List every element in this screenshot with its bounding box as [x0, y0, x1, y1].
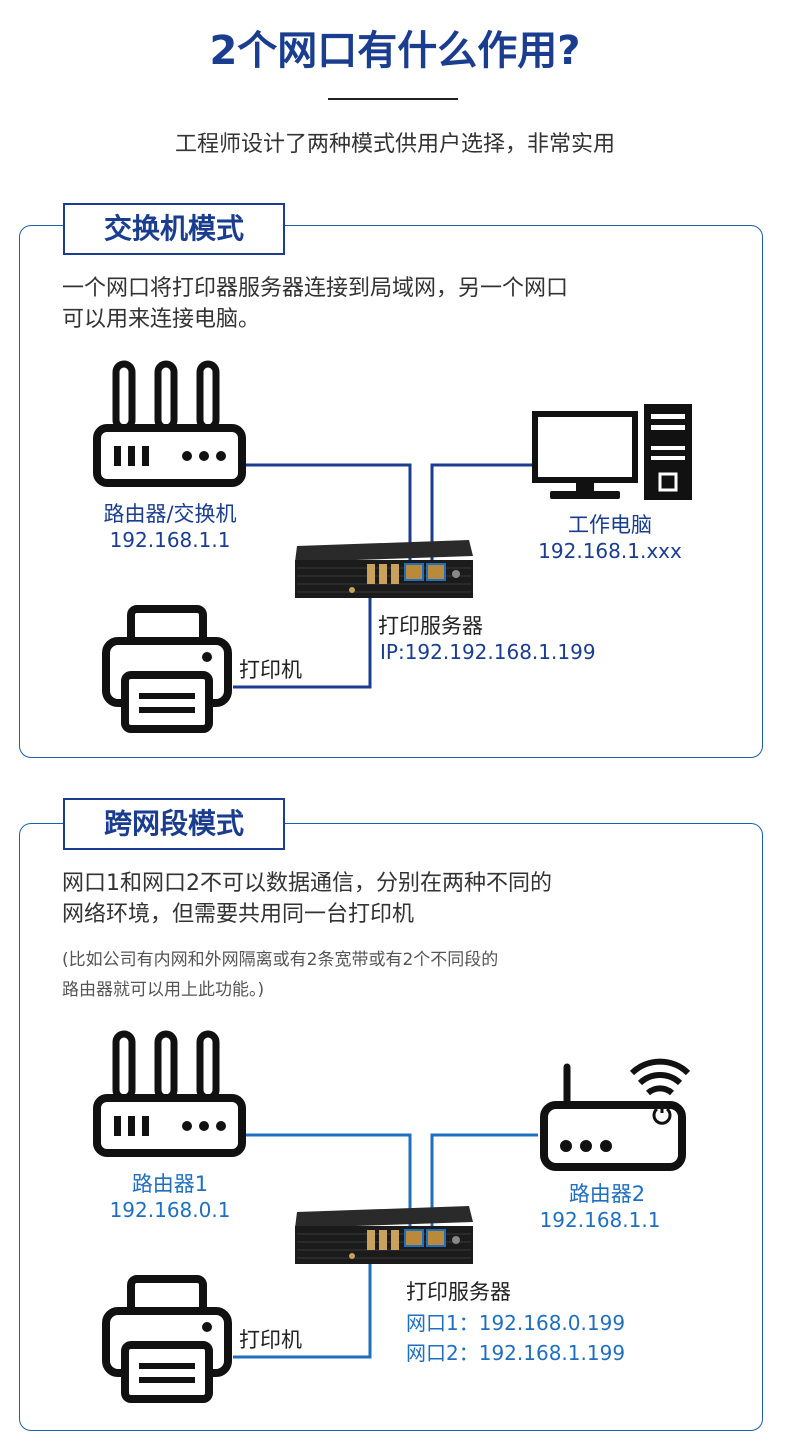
description-line: 可以用来连接电脑。 [62, 307, 261, 332]
router2-label: 路由器2 [568, 1182, 646, 1206]
segment-mode-tag: 跨网段模式 [63, 798, 285, 850]
title-divider [328, 98, 458, 100]
print-server-label: 打印服务器 [378, 614, 483, 638]
segment-mode-note: (比如公司有内网和外网隔离或有2条宽带或有2个不同段的 路由器就可以用上此功能。… [62, 945, 498, 1005]
pc-to-server-line [430, 463, 534, 572]
router1-to-server-line [243, 1133, 412, 1238]
switch-mode-panel [19, 225, 763, 758]
router1-ip: 192.168.0.1 [109, 1198, 231, 1222]
router-icon [93, 1030, 246, 1157]
router-ip: 192.168.1.1 [109, 528, 231, 552]
print-server-ip: IP:192.192.168.1.199 [380, 640, 596, 664]
switch-mode-tag: 交换机模式 [63, 203, 285, 255]
router-to-server-line [243, 463, 412, 572]
printer-to-server-line [233, 1246, 372, 1359]
segment-mode-panel [19, 823, 763, 1431]
segment-mode-description: 网口1和网口2不可以数据通信，分别在两种不同的 网络环境，但需要共用同一台打印机 [62, 868, 552, 930]
page-title: 2个网口有什么作用? [209, 28, 581, 74]
pc-label: 工作电脑 [568, 513, 652, 537]
printer-icon [102, 605, 232, 733]
description-line: 网口1和网口2不可以数据通信，分别在两种不同的 [62, 871, 552, 896]
printer-to-server-line [233, 580, 372, 689]
router2-ip: 192.168.1.1 [539, 1208, 661, 1232]
page-subtitle: 工程师设计了两种模式供用户选择，非常实用 [174, 132, 615, 157]
pc-ip: 192.168.1.xxx [538, 539, 682, 563]
description-line: 一个网口将打印器服务器连接到局域网，另一个网口 [62, 276, 569, 301]
print-server-device [295, 1206, 473, 1264]
router-icon [93, 360, 246, 487]
desktop-computer-icon [532, 404, 692, 500]
port2-ip: 网口2：192.168.1.199 [406, 1341, 626, 1365]
printer-label: 打印机 [239, 658, 302, 682]
print-server-label: 打印服务器 [406, 1280, 511, 1304]
router2-to-server-line [430, 1133, 538, 1238]
switch-mode-description: 一个网口将打印器服务器连接到局域网，另一个网口 可以用来连接电脑。 [62, 273, 568, 335]
router-label: 路由器/交换机 [103, 502, 237, 526]
description-line: 网络环境，但需要共用同一台打印机 [62, 902, 415, 927]
router1-label: 路由器1 [131, 1172, 209, 1196]
print-server-device [295, 540, 473, 598]
wifi-router-icon [540, 1058, 690, 1171]
note-line: 路由器就可以用上此功能。) [62, 980, 265, 1000]
port1-ip: 网口1：192.168.0.199 [406, 1311, 626, 1335]
note-line: (比如公司有内网和外网隔离或有2条宽带或有2个不同段的 [62, 950, 499, 970]
printer-label: 打印机 [239, 1328, 302, 1352]
printer-icon [102, 1275, 232, 1403]
